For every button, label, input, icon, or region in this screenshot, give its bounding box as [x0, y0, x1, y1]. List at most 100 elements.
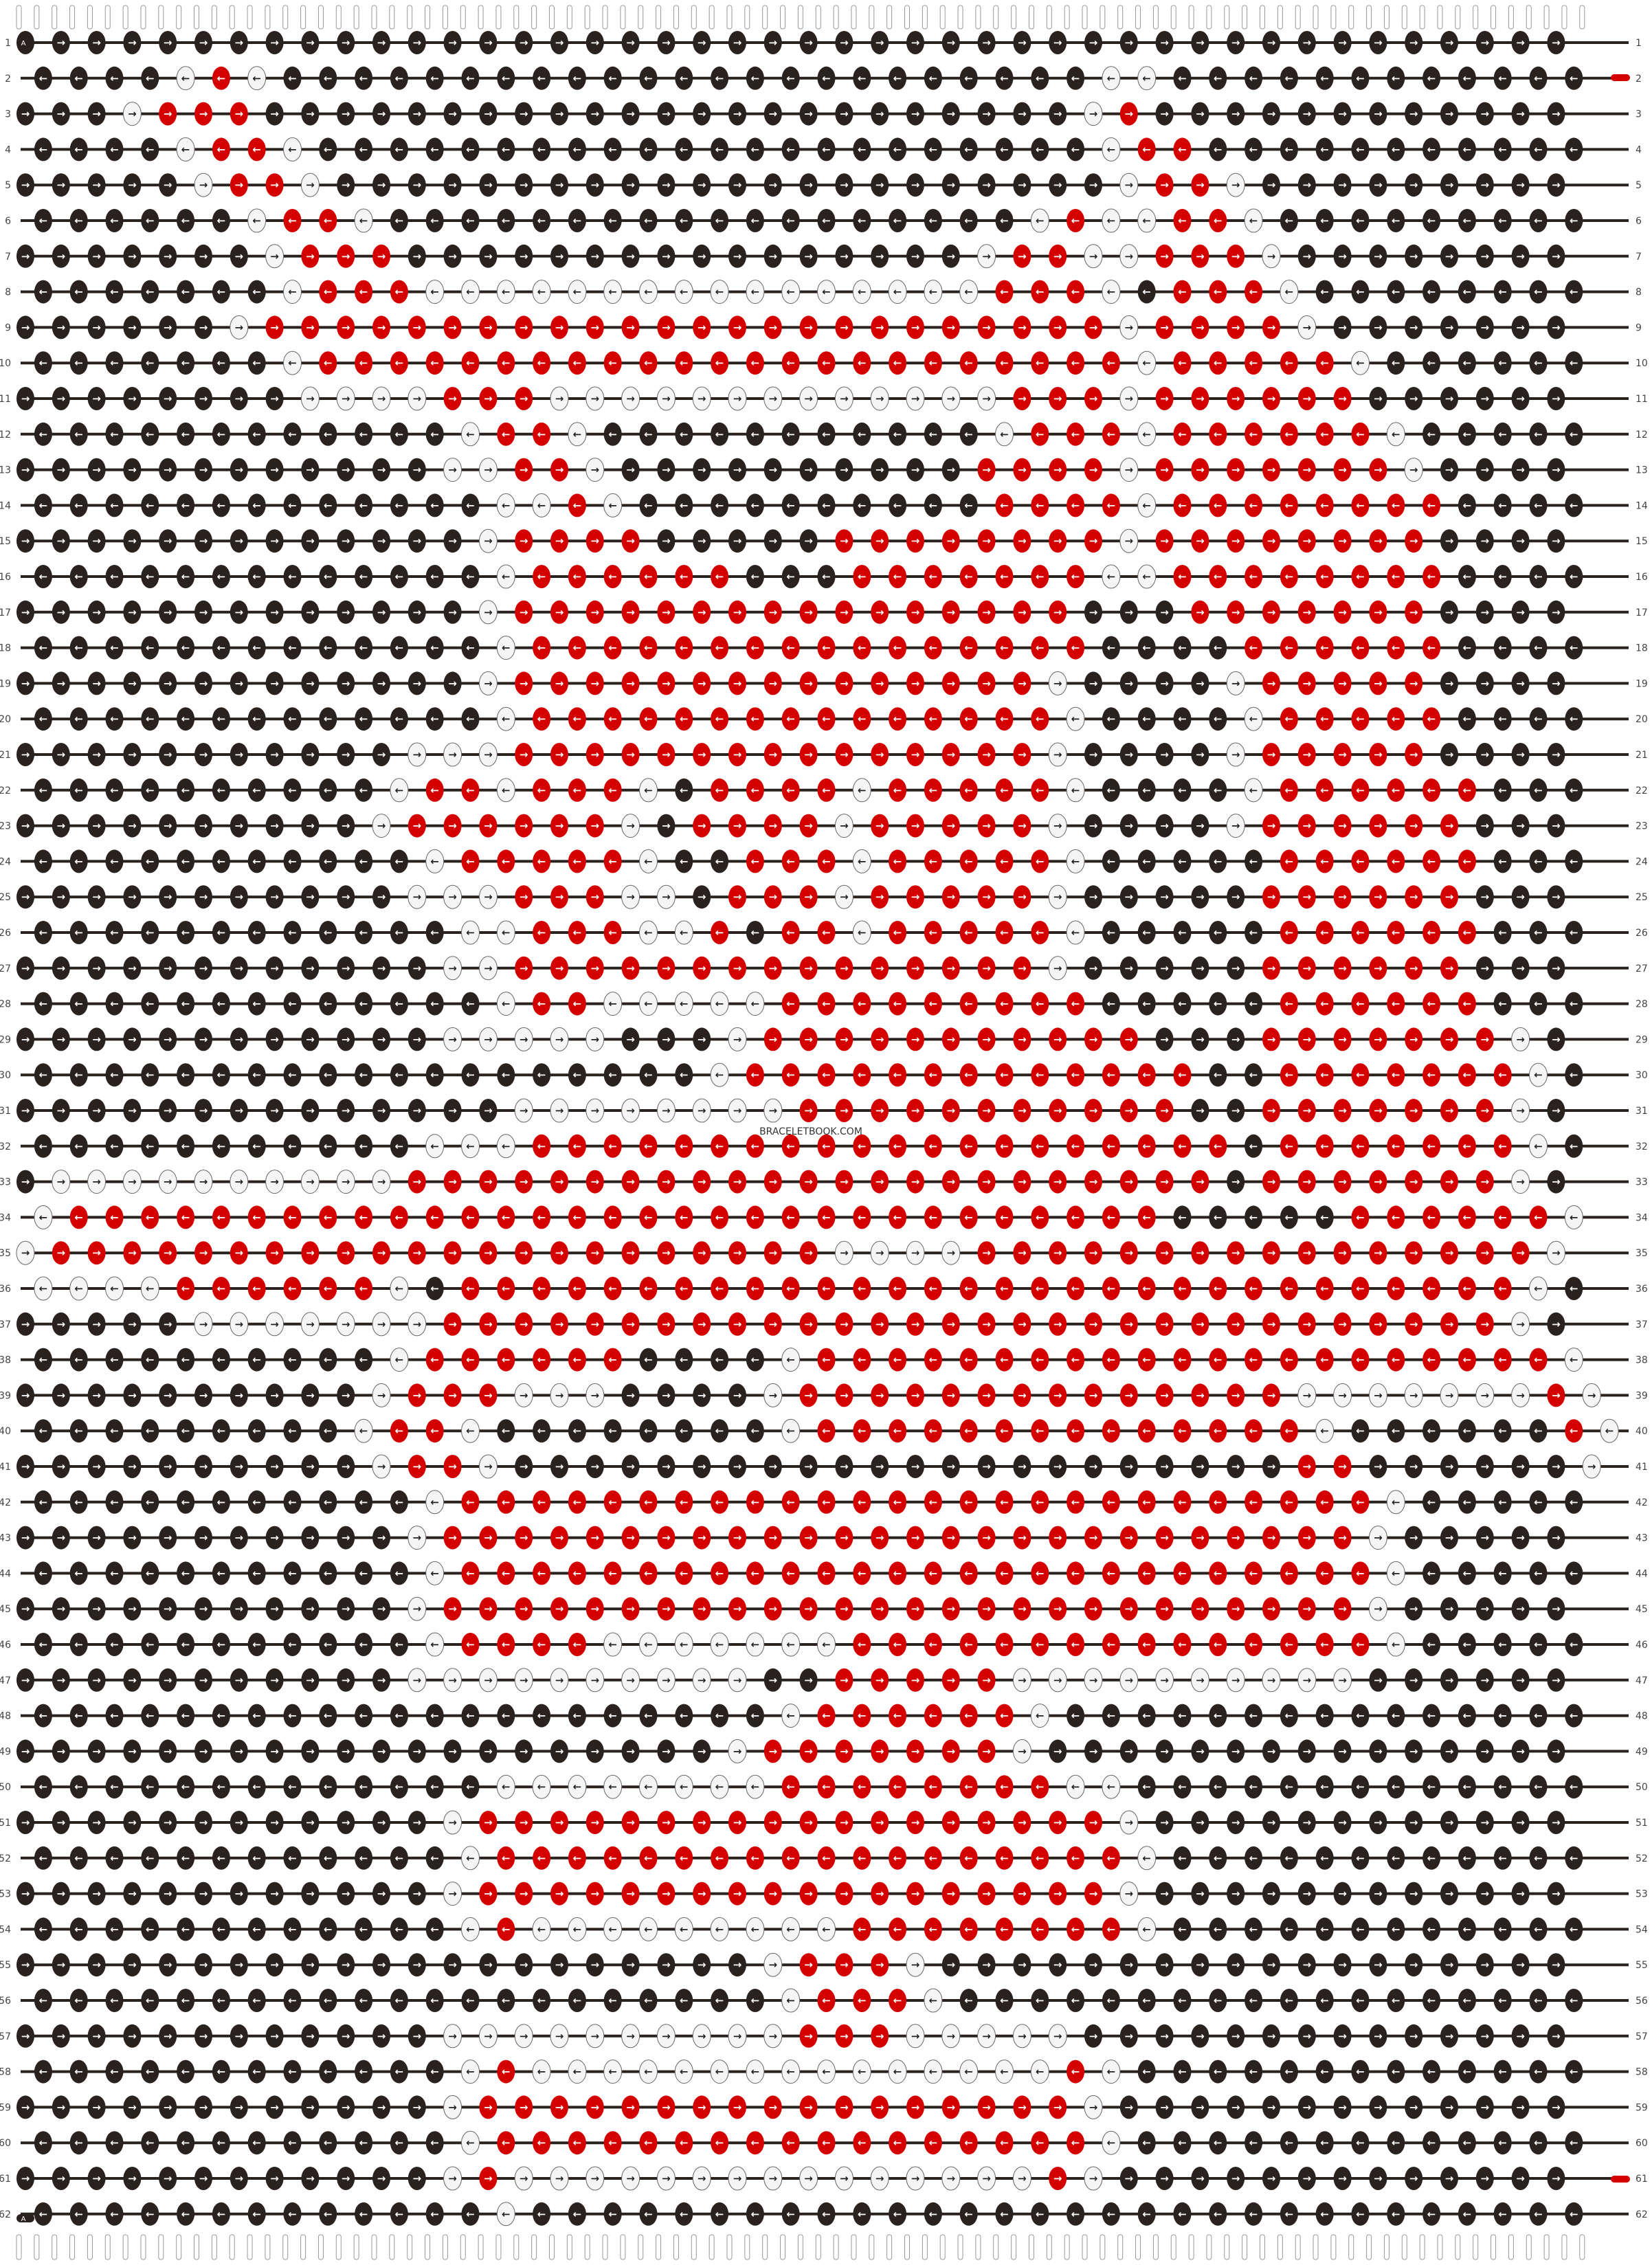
string-stub [584, 2234, 590, 2260]
knot-direction-arrow: ← [1178, 428, 1187, 440]
knot-direction-arrow: ← [1392, 784, 1400, 796]
knot-direction-arrow: ← [715, 286, 724, 298]
knot-direction-arrow: → [1125, 1389, 1134, 1401]
knot-direction-arrow: ← [146, 1354, 155, 1366]
knot-direction-arrow: → [199, 108, 208, 120]
knot-direction-arrow: → [1409, 1318, 1418, 1330]
knot-direction-arrow: → [92, 1176, 101, 1188]
string-stub [815, 5, 821, 30]
knot-direction-arrow: → [697, 179, 706, 191]
knot-direction-arrow: ← [1463, 1211, 1472, 1223]
knot-direction-arrow: → [342, 606, 350, 618]
knot-direction-arrow: → [1125, 962, 1134, 974]
string-stub [1366, 2234, 1372, 2260]
knot-direction-arrow: ← [929, 428, 938, 440]
knot-direction-arrow: ← [39, 784, 48, 796]
knot-direction-arrow: ← [929, 143, 938, 155]
knot-direction-arrow: ← [430, 1496, 439, 1508]
knot-direction-arrow: → [199, 1674, 208, 1686]
knot-direction-arrow: ← [146, 1425, 155, 1437]
knot-direction-arrow: ← [537, 1140, 546, 1152]
knot-direction-arrow: → [413, 1389, 422, 1401]
knot-direction-arrow: ← [359, 72, 368, 85]
string-stub [34, 5, 40, 30]
knot-direction-arrow: ← [1570, 1140, 1578, 1152]
knot-direction-arrow: ← [110, 143, 119, 155]
string-stub [407, 2234, 413, 2260]
knot-direction-arrow: ← [146, 1710, 155, 1722]
knot-direction-arrow: → [769, 748, 778, 761]
knot-direction-arrow: → [306, 321, 315, 333]
knot-direction-arrow: → [911, 606, 920, 618]
knot-direction-arrow: ← [929, 72, 938, 85]
knot-direction-arrow: → [1303, 1603, 1312, 1615]
knot-direction-arrow: ← [1392, 1567, 1400, 1579]
knot-direction-arrow: → [199, 891, 208, 903]
knot-direction-arrow: ← [751, 1282, 760, 1295]
knot-direction-arrow: ← [680, 1425, 689, 1437]
knot-direction-arrow: ← [929, 214, 938, 227]
string-stub [531, 5, 537, 30]
knot-direction-arrow: ← [786, 499, 795, 511]
knot-direction-arrow: → [1196, 36, 1205, 49]
knot-direction-arrow: ← [217, 499, 226, 511]
knot-direction-arrow: ← [573, 1354, 582, 1366]
knot-direction-arrow: → [270, 464, 279, 476]
knot-direction-arrow: ← [324, 1710, 333, 1722]
knot-direction-arrow: → [875, 820, 884, 832]
knot [372, 31, 390, 54]
knot-direction-arrow: ← [466, 1282, 475, 1295]
knot-direction-arrow: ← [110, 1852, 119, 1864]
knot-direction-arrow: ← [1320, 1069, 1329, 1081]
string-stub [282, 2234, 289, 2260]
knot-direction-arrow: ← [39, 1638, 48, 1651]
knot-direction-arrow: → [21, 1532, 30, 1544]
knot-direction-arrow: ← [466, 998, 475, 1010]
knot-direction-arrow: ← [74, 713, 83, 725]
knot-direction-arrow: ← [1320, 357, 1329, 369]
knot-direction-arrow: ← [359, 1354, 368, 1366]
knot-direction-arrow: ← [929, 570, 938, 583]
knot-direction-arrow: ← [1463, 1282, 1472, 1295]
knot-direction-arrow: → [982, 179, 991, 191]
knot-direction-arrow: → [270, 1389, 279, 1401]
knot-direction-arrow: → [128, 891, 137, 903]
knot-direction-arrow: → [804, 1460, 813, 1473]
knot-direction-arrow: → [911, 535, 920, 547]
knot [1084, 31, 1102, 54]
knot-direction-arrow: → [555, 962, 564, 974]
knot-direction-arrow: ← [1107, 428, 1116, 440]
knot-direction-arrow: ← [715, 1425, 724, 1437]
knot-direction-arrow: → [769, 1318, 778, 1330]
knot-direction-arrow: → [413, 321, 422, 333]
knot-direction-arrow: → [555, 677, 564, 689]
string-stub [229, 2234, 235, 2260]
knot-direction-arrow: ← [929, 1425, 938, 1437]
knot-direction-arrow: → [1552, 1176, 1561, 1188]
knot-direction-arrow: → [804, 1033, 813, 1045]
knot-direction-arrow: ← [1214, 784, 1223, 796]
knot-direction-arrow: → [1338, 1674, 1347, 1686]
knot-direction-arrow: ← [1178, 1710, 1187, 1722]
knot-direction-arrow: ← [146, 499, 155, 511]
knot-direction-arrow: → [21, 891, 30, 903]
string-stub [691, 2234, 697, 2260]
knot-direction-arrow: ← [395, 1852, 404, 1864]
knot-direction-arrow: ← [1427, 1923, 1436, 1935]
knot-direction-arrow: → [769, 108, 778, 120]
knot-direction-arrow: ← [822, 855, 831, 867]
knot-direction-arrow: → [484, 108, 493, 120]
knot-direction-arrow: ← [1000, 214, 1009, 227]
string-stub [975, 2234, 981, 2260]
knot-direction-arrow: → [591, 108, 600, 120]
knot [1458, 66, 1476, 90]
knot-direction-arrow: ← [502, 214, 511, 227]
knot-direction-arrow: → [342, 748, 350, 761]
knot-direction-arrow: → [947, 962, 956, 974]
knot-direction-arrow: ← [1249, 286, 1258, 298]
knot-direction-arrow: → [769, 1532, 778, 1544]
knot-direction-arrow: ← [110, 855, 119, 867]
knot-direction-arrow: ← [608, 428, 617, 440]
knot-direction-arrow: ← [1498, 1923, 1507, 1935]
knot-direction-arrow: → [128, 108, 137, 120]
